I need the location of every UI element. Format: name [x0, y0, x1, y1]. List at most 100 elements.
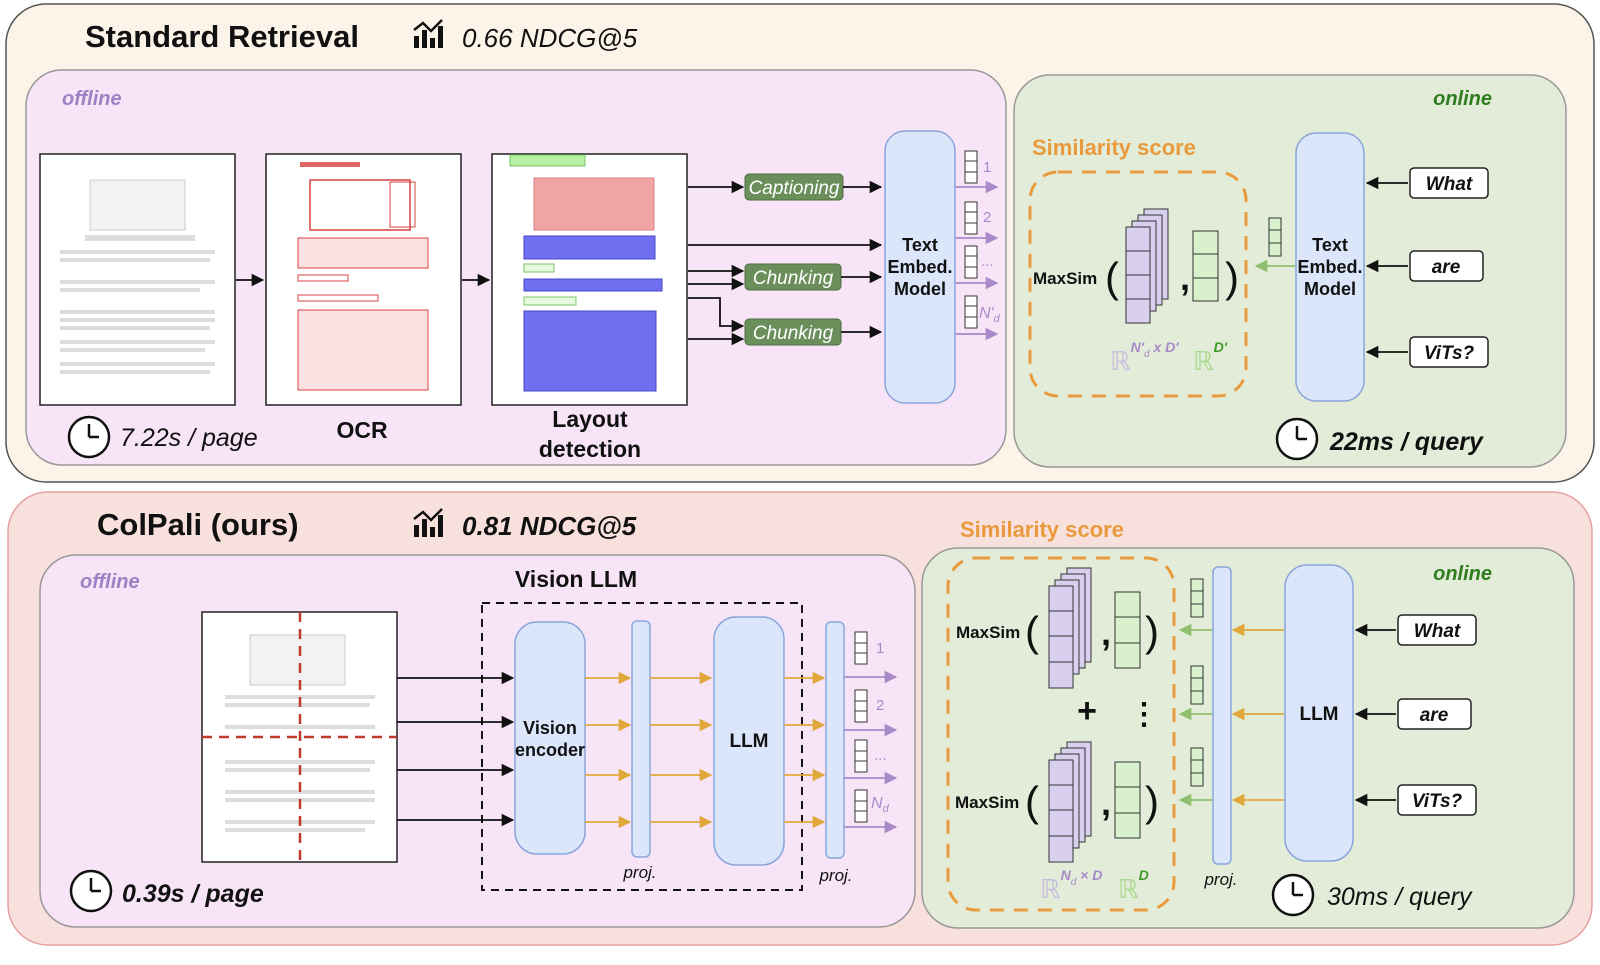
bottom-offline-time: 0.39s / page — [122, 880, 264, 908]
llm-box-online — [1284, 564, 1354, 862]
bottom-document-page — [201, 611, 398, 863]
bottom-similarity-box — [946, 556, 1176, 912]
top-online-time: 22ms / query — [1329, 428, 1484, 456]
embed-online-l1: Text — [1312, 235, 1348, 255]
top-online-query-vector — [1268, 217, 1282, 257]
chart-icon — [413, 19, 443, 48]
bottom-similarity-title: Similarity score — [960, 517, 1124, 542]
clock-icon — [67, 415, 111, 459]
chart-icon — [413, 508, 443, 537]
top-similarity-title: Similarity score — [1032, 135, 1196, 160]
llm-label-offline: LLM — [729, 731, 768, 752]
top-similarity-box — [1028, 170, 1248, 398]
bottom-online-label: online — [1433, 563, 1492, 585]
proj-bar-online — [1212, 566, 1232, 865]
bottom-maxsim-1: MaxSim — [956, 623, 1020, 642]
top-query-word-what-label: What — [1426, 174, 1473, 195]
embed-offline-l3: Model — [894, 279, 946, 299]
bottom-out-n: Nd — [871, 795, 890, 815]
top-query-embedding — [1192, 230, 1219, 302]
proj-bar-1 — [631, 620, 651, 858]
proj-label-2: proj. — [818, 866, 852, 885]
clock-icon — [69, 869, 113, 913]
chunking-label-1: Chunking — [753, 268, 834, 289]
ocr-label: OCR — [336, 417, 388, 443]
top-out-n: N'd — [979, 305, 1001, 325]
llm-label-online: LLM — [1299, 704, 1338, 725]
arrow-to-chunking-2a — [688, 297, 745, 333]
bottom-online-panel — [921, 547, 1575, 929]
top-open-paren: ( — [1105, 254, 1119, 301]
bottom-open-paren-2: ( — [1025, 778, 1039, 825]
embed-online-l3: Model — [1304, 279, 1356, 299]
bottom-offline-label: offline — [80, 571, 140, 593]
bottom-open-paren-1: ( — [1025, 608, 1039, 655]
standard-metric: 0.66 NDCG@5 — [462, 23, 638, 53]
proj-label-online: proj. — [1203, 870, 1237, 889]
bottom-query-embedding-2 — [1114, 761, 1141, 839]
bottom-query-embedding-1 — [1114, 591, 1141, 669]
text-embed-model-offline — [884, 130, 956, 404]
llm-box-offline — [713, 616, 785, 866]
colpali-title: ColPali (ours) — [97, 507, 299, 542]
embed-offline-l2: Embed. — [887, 257, 952, 277]
top-out-2: 2 — [983, 209, 991, 226]
text-embed-model-online — [1295, 132, 1365, 402]
bottom-query-word-vits-label: ViTs? — [1412, 791, 1463, 812]
captioning-label: Captioning — [749, 178, 840, 199]
vision-encoder-l1: Vision — [523, 718, 577, 738]
embed-offline-l1: Text — [902, 235, 938, 255]
top-comma: , — [1180, 257, 1190, 298]
embed-online-l2: Embed. — [1297, 257, 1362, 277]
bottom-query-word-are-label: are — [1420, 705, 1449, 726]
top-out-3: ... — [981, 253, 994, 270]
bottom-out-1: 1 — [876, 640, 884, 657]
bottom-out-2: 2 — [876, 697, 884, 714]
vision-encoder-l2: encoder — [515, 740, 585, 760]
colpali-metric: 0.81 NDCG@5 — [462, 511, 637, 541]
vision-llm-box — [481, 602, 803, 891]
vision-llm-label: Vision LLM — [515, 566, 637, 592]
top-document-page — [39, 153, 236, 406]
bottom-comma-2: , — [1101, 782, 1111, 823]
vision-encoder-box — [514, 621, 586, 855]
bottom-online-time: 30ms / query — [1327, 883, 1473, 911]
bottom-query-word-are: are — [1397, 698, 1472, 730]
bottom-out-3: ... — [874, 747, 887, 764]
top-ocr-page — [265, 153, 462, 406]
bottom-query-vectors — [1190, 578, 1204, 787]
bottom-vdots: ⋮ — [1129, 698, 1159, 731]
bottom-comma-1: , — [1101, 612, 1111, 653]
standard-retrieval-title: Standard Retrieval — [85, 19, 359, 54]
bottom-plus: + — [1077, 692, 1097, 730]
top-query-word-what: What — [1409, 167, 1489, 199]
top-maxsim: MaxSim — [1033, 269, 1097, 288]
top-query-word-are: are — [1409, 250, 1484, 282]
bottom-query-word-what-label: What — [1414, 621, 1461, 642]
top-close-paren: ) — [1225, 254, 1239, 301]
bottom-query-word-vits: ViTs? — [1397, 784, 1477, 816]
bottom-close-paren-1: ) — [1145, 608, 1159, 655]
bottom-close-paren-2: ) — [1145, 778, 1159, 825]
chunking-box-2: Chunking — [744, 318, 842, 346]
top-query-word-vits: ViTs? — [1409, 336, 1489, 368]
layout-label-line1: Layout — [552, 406, 628, 432]
bottom-doc-dim: ℝNd × D — [1040, 867, 1102, 904]
proj-label-1: proj. — [622, 863, 656, 882]
top-output-vectors: 1 2 ... N'd — [955, 150, 1001, 341]
top-out-1: 1 — [983, 159, 991, 176]
clock-icon — [1275, 417, 1319, 461]
top-layout-page — [491, 153, 688, 406]
top-offline-label: offline — [62, 88, 122, 110]
chunking-box-1: Chunking — [744, 263, 842, 291]
top-query-dim: ℝD' — [1193, 339, 1228, 376]
layout-label-line2: detection — [539, 436, 641, 462]
clock-icon — [1271, 873, 1315, 917]
chunking-label-2: Chunking — [753, 323, 834, 344]
bottom-maxsim-2: MaxSim — [955, 793, 1019, 812]
top-query-word-are-label: are — [1432, 257, 1461, 278]
bottom-doc-embedding-stack-2 — [1048, 741, 1092, 863]
bottom-query-word-what: What — [1397, 614, 1477, 646]
captioning-box: Captioning — [744, 173, 844, 201]
